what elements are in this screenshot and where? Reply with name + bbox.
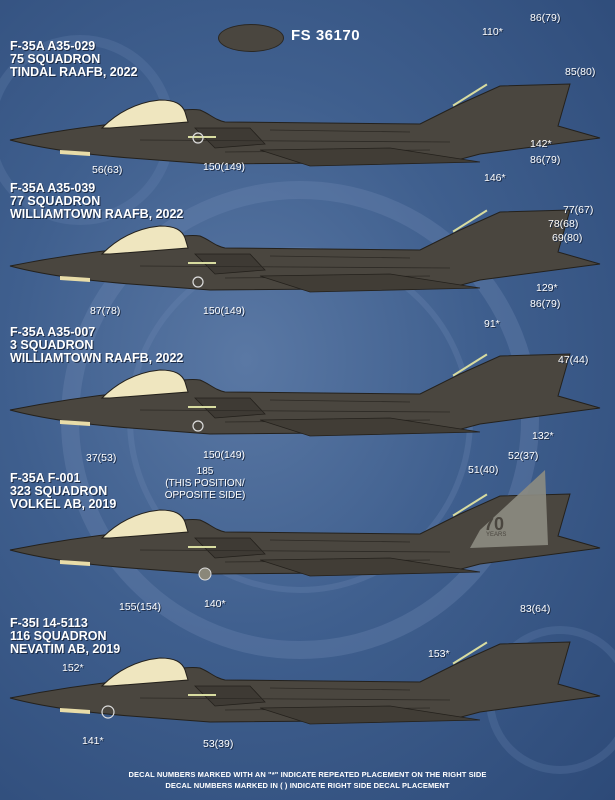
callout: 86(79) — [530, 154, 561, 166]
callout: 142* — [530, 138, 552, 150]
callout: 153* — [428, 648, 450, 660]
footnote-parentheses: DECAL NUMBERS MARKED IN ( ) INDICATE RIG… — [165, 781, 450, 790]
roundel-icon — [192, 276, 204, 288]
callout: 83(64) — [520, 603, 551, 615]
callout: 69(80) — [552, 232, 583, 244]
callout: 150(149) — [203, 449, 246, 461]
fs-color-code: FS 36170 — [291, 27, 361, 44]
callout: 91* — [484, 318, 500, 330]
callout: 129* — [536, 282, 558, 294]
callout: 110* — [482, 26, 503, 38]
roundel-icon — [192, 420, 204, 432]
callout: 140* — [204, 598, 226, 610]
callout: 53(39) — [203, 738, 234, 750]
star-of-david-roundel-icon — [101, 705, 115, 719]
callout: 37(53) — [86, 452, 117, 464]
callout: 78(68) — [548, 218, 579, 230]
roundel-icon — [192, 132, 204, 144]
callout: 155(154) — [119, 601, 162, 613]
callout: 87(78) — [90, 305, 121, 317]
callout: 132* — [532, 430, 554, 442]
color-swatch — [218, 24, 284, 52]
callout: 52(37) — [508, 450, 539, 462]
callout: 86(79) — [530, 12, 561, 24]
aircraft-profile-1 — [9, 83, 601, 167]
position-note: 185(THIS POSITION/OPPOSITE SIDE) — [164, 466, 246, 501]
callout: 85(80) — [565, 66, 596, 78]
callout: 56(63) — [92, 164, 123, 176]
fin-art-70-years — [470, 470, 548, 548]
aircraft-profile-2 — [9, 209, 601, 293]
fin-art-text: 70 — [484, 514, 505, 534]
callout: 51(40) — [468, 464, 499, 476]
roundel-icon — [198, 567, 212, 581]
callout: 152* — [62, 662, 84, 674]
aircraft-profile-3 — [9, 353, 601, 437]
callout: 86(79) — [530, 298, 561, 310]
callout: 141* — [82, 735, 104, 747]
footnote-asterisk: DECAL NUMBERS MARKED WITH AN "*" INDICAT… — [128, 770, 487, 779]
fin-art-subtext: YEARS — [486, 532, 507, 538]
callout: 146* — [484, 172, 506, 184]
callout: 150(149) — [203, 161, 246, 173]
callout: 150(149) — [203, 305, 246, 317]
callout: 77(67) — [563, 204, 594, 216]
callout: 47(44) — [558, 354, 589, 366]
